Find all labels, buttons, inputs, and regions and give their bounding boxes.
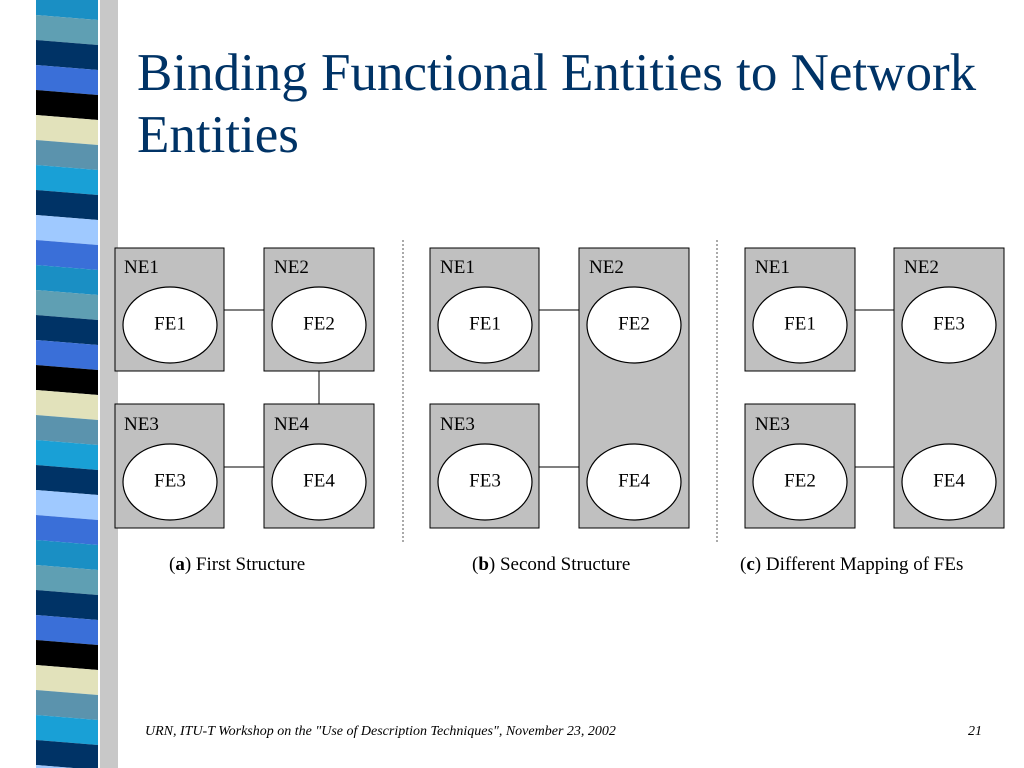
stripe-block [36, 540, 98, 570]
diagram-b: NE1 FE1 NE2 FE2 FE4 NE3 FE3 [429, 247, 690, 529]
stripe-block [36, 390, 98, 420]
fe-node [122, 443, 218, 521]
fe-label: FE2 [303, 313, 335, 334]
fe-label: FE4 [303, 470, 335, 491]
ne-label: NE1 [440, 257, 475, 278]
stripe-block [36, 565, 98, 595]
stripe-block [36, 740, 98, 768]
fe-label: FE4 [933, 470, 965, 491]
ne-label: NE1 [124, 257, 159, 278]
stripe-block [36, 240, 98, 270]
fe-node [271, 286, 367, 364]
stripe-block [36, 365, 98, 395]
fe-node [437, 286, 533, 364]
stripe-block [36, 715, 98, 745]
decorative-stripe-bar [0, 0, 118, 768]
caption-letter: b [478, 554, 489, 575]
caption-text: ) Second Structure [488, 554, 631, 575]
fe-label: FE1 [154, 313, 186, 334]
fe-node [752, 443, 848, 521]
stripe-block [36, 765, 74, 768]
stripe-block [36, 0, 98, 20]
caption-text: ) Different Mapping of FEs [754, 554, 964, 575]
fe-label: FE2 [784, 470, 816, 491]
stripe-block [36, 90, 98, 120]
stripe-block [36, 140, 98, 170]
caption-c: (c) Different Mapping of FEs [740, 554, 964, 575]
stripe-block [36, 65, 98, 95]
caption-letter: c [746, 554, 755, 575]
ne-label: NE2 [904, 257, 939, 278]
diagram-c: NE1 FE1 NE2 FE3 FE4 NE3 FE2 [744, 247, 1005, 529]
stripe-block [36, 190, 98, 220]
stripe-block [36, 640, 98, 670]
fe-label: FE2 [618, 313, 650, 334]
fe-label: FE1 [469, 313, 501, 334]
ne-label: NE1 [755, 257, 790, 278]
ne-label: NE4 [274, 414, 309, 435]
fe-label: FE4 [618, 470, 650, 491]
caption-a: (a) First Structure [169, 554, 306, 575]
stripe-block [36, 690, 98, 720]
fe-node [752, 286, 848, 364]
caption-b: (b) Second Structure [472, 554, 631, 575]
stripe-block [36, 665, 98, 695]
ne-label: NE3 [755, 414, 790, 435]
stripe-block [36, 590, 98, 620]
fe-node [271, 443, 367, 521]
fe-node [586, 286, 682, 364]
slide-title: Binding Functional Entities to Network E… [137, 44, 977, 164]
fe-node [437, 443, 533, 521]
stripe-block [36, 115, 98, 145]
ne-label: NE3 [440, 414, 475, 435]
stripe-block [36, 340, 98, 370]
fe-node [122, 286, 218, 364]
ne-label: NE2 [589, 257, 624, 278]
stripe-block [36, 465, 98, 495]
fe-label: FE3 [154, 470, 186, 491]
slide-footer: URN, ITU-T Workshop on the "Use of Descr… [145, 724, 616, 739]
stripe-block [36, 440, 98, 470]
stripe-block [36, 515, 98, 545]
ne-label: NE2 [274, 257, 309, 278]
fe-node [901, 286, 997, 364]
stripe-block [36, 265, 98, 295]
fe-label: FE1 [784, 313, 816, 334]
stripe-block [36, 290, 98, 320]
stripe-block [36, 615, 98, 645]
fe-node [586, 443, 682, 521]
stripe-block [36, 215, 98, 245]
stripe-block [36, 15, 98, 45]
diagram-a: NE1 FE1 NE2 FE2 NE3 FE3 NE4 FE4 [114, 247, 375, 529]
stripe-block [36, 490, 98, 520]
stripe-block [36, 165, 98, 195]
fe-label: FE3 [933, 313, 965, 334]
fe-label: FE3 [469, 470, 501, 491]
ne-label: NE3 [124, 414, 159, 435]
page-number: 21 [968, 724, 982, 739]
stripe-block [36, 315, 98, 345]
stripe-margin [0, 0, 36, 768]
caption-text: ) First Structure [184, 554, 306, 575]
stripe-block [36, 415, 98, 445]
caption-letter: a [175, 554, 185, 575]
fe-node [901, 443, 997, 521]
stripe-block [36, 40, 98, 70]
